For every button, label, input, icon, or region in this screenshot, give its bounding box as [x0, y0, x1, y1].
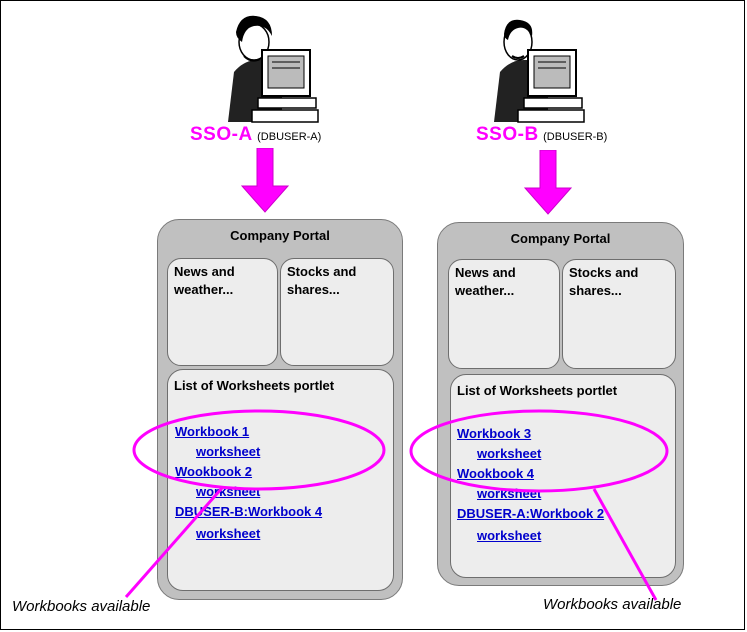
dbuser-b-name: (DBUSER-B) — [543, 131, 608, 143]
workbook-link[interactable]: Wookbook 4 — [457, 466, 535, 481]
portal-title: Company Portal — [230, 228, 330, 243]
arrow-down-icon — [240, 148, 290, 213]
worksheets-portlet-title: List of Worksheets portlet — [174, 378, 335, 393]
user-a-label: SSO-A (DBUSER-A) — [190, 124, 321, 146]
worksheet-link[interactable]: worksheet — [196, 444, 261, 459]
worksheet-link[interactable]: worksheet — [196, 526, 261, 541]
company-portal-b: Company Portal News and weather... Stock… — [437, 222, 684, 586]
user-b-label: SSO-B (DBUSER-B) — [476, 124, 607, 146]
sso-b-name: SSO-B — [476, 124, 539, 145]
workbook-link[interactable]: Workbook 3 — [457, 426, 532, 441]
company-portal-a: Company Portal News and weather... Stock… — [157, 219, 403, 600]
user-b-computer-icon — [494, 19, 585, 123]
stocks-portlet: Stocks and shares... — [562, 259, 676, 369]
workbook-link[interactable]: Wookbook 2 — [175, 464, 253, 479]
caption-workbooks-available-b: Workbooks available — [543, 596, 682, 613]
portal-title: Company Portal — [510, 231, 611, 246]
caption-workbooks-available-a: Workbooks available — [12, 598, 151, 615]
user-a-computer-icon — [228, 15, 319, 123]
arrow-down-icon — [523, 150, 573, 215]
news-portlet: News and weather... — [448, 259, 560, 369]
workbook-link[interactable]: DBUSER-A:Workbook 2 — [457, 506, 605, 521]
stocks-portlet: Stocks and shares... — [280, 258, 394, 366]
workbook-link[interactable]: DBUSER-B:Workbook 4 — [175, 504, 323, 519]
news-portlet: News and weather... — [167, 258, 278, 366]
worksheet-link[interactable]: worksheet — [477, 486, 542, 501]
dbuser-a-name: (DBUSER-A) — [257, 131, 322, 143]
worksheet-link[interactable]: worksheet — [196, 484, 261, 499]
worksheets-portlet: List of Worksheets portlet Workbook 1 wo… — [167, 369, 394, 591]
worksheets-portlet-title: List of Worksheets portlet — [457, 383, 618, 398]
worksheet-link[interactable]: worksheet — [477, 446, 542, 461]
workbook-link[interactable]: Workbook 1 — [175, 424, 250, 439]
worksheets-portlet: List of Worksheets portlet Workbook 3 wo… — [450, 374, 676, 578]
sso-a-name: SSO-A — [190, 124, 253, 145]
worksheet-link[interactable]: worksheet — [477, 528, 542, 543]
